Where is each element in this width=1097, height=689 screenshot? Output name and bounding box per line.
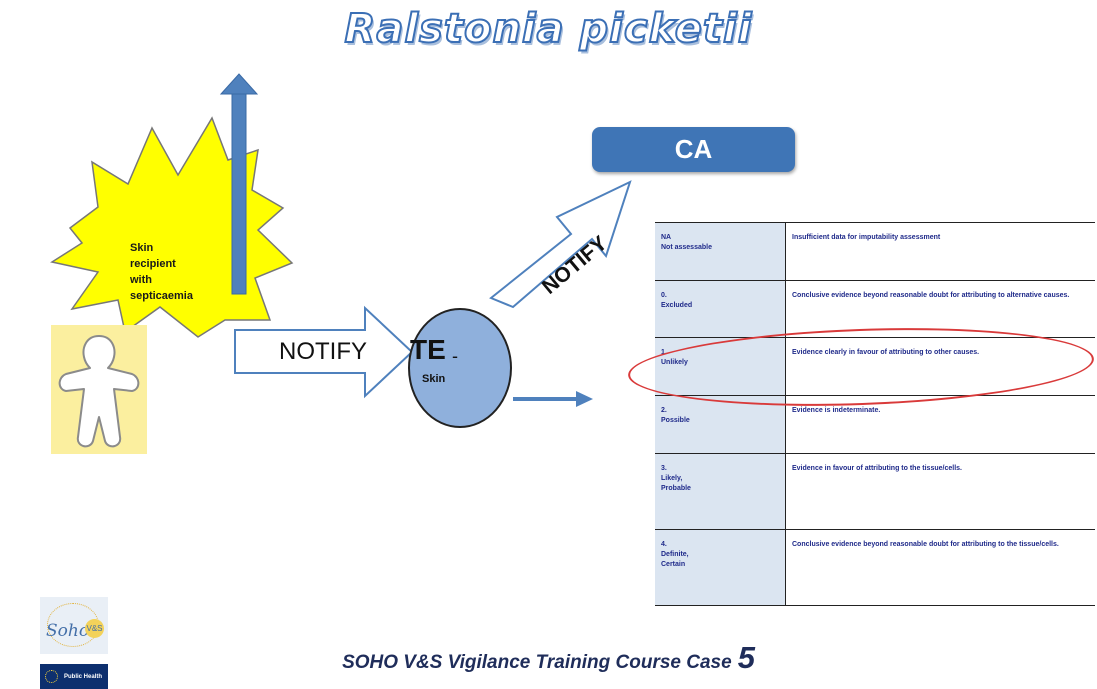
logo-vs-badge: V&S bbox=[85, 619, 104, 638]
table-cell-description: Evidence is indeterminate. bbox=[785, 394, 1095, 454]
table-cell-level: 1. Unlikely bbox=[655, 337, 786, 396]
level-code: NA bbox=[661, 234, 672, 241]
up-arrow bbox=[219, 73, 259, 295]
table-row: NA Not assessable Insufficient data for … bbox=[655, 222, 1095, 281]
table-cell-level: 3. Likely, Probable bbox=[655, 452, 786, 530]
level-name: Likely, bbox=[661, 474, 683, 482]
notify-label-horizontal: NOTIFY bbox=[279, 338, 367, 365]
table-cell-level: 0. Excluded bbox=[655, 279, 786, 339]
footer-text: SOHO V&S Vigilance Training Course Case bbox=[342, 652, 732, 673]
soho-vs-logo: Soho V&S bbox=[40, 597, 108, 654]
table-row: 4. Definite, Certain Conclusive evidence… bbox=[655, 528, 1095, 607]
ca-label: CA bbox=[674, 134, 713, 164]
burst-line: with bbox=[130, 274, 152, 286]
table-row: 2. Possible Evidence is indeterminate. bbox=[655, 394, 1095, 454]
table-cell-description: Conclusive evidence beyond reasonable do… bbox=[785, 528, 1095, 607]
table-cell-description: Insufficient data for imputability asses… bbox=[785, 222, 1095, 281]
level-code: 1. bbox=[661, 349, 667, 357]
te-dash: - bbox=[452, 346, 458, 366]
level-code: 4. bbox=[661, 540, 667, 548]
level-name: Probable bbox=[661, 484, 691, 492]
level-name: Definite, bbox=[661, 550, 689, 558]
level-name: Unlikely bbox=[661, 359, 688, 367]
level-name: Excluded bbox=[661, 301, 693, 309]
table-row: 0. Excluded Conclusive evidence beyond r… bbox=[655, 279, 1095, 339]
imputability-table: NA Not assessable Insufficient data for … bbox=[655, 222, 1095, 607]
table-row: 3. Likely, Probable Evidence in favour o… bbox=[655, 452, 1095, 530]
burst-line: Skin bbox=[130, 242, 154, 254]
person-icon bbox=[58, 335, 140, 448]
level-code: 3. bbox=[661, 464, 667, 472]
level-name: Not assessable bbox=[661, 244, 712, 251]
burst-label: Skin recipient with septicaemia bbox=[130, 240, 240, 304]
level-name: Possible bbox=[661, 416, 690, 424]
public-health-logo: Public Health bbox=[40, 664, 108, 689]
table-cell-description: Conclusive evidence beyond reasonable do… bbox=[785, 279, 1095, 339]
te-label: TE bbox=[410, 334, 446, 365]
burst-line: recipient bbox=[130, 258, 176, 270]
burst-line: septicaemia bbox=[130, 290, 193, 302]
small-right-arrow bbox=[513, 391, 593, 407]
eu-stars-icon bbox=[45, 670, 58, 683]
logo-soho-text: Soho bbox=[46, 621, 90, 641]
notify-arrow-right bbox=[234, 305, 414, 399]
notify-arrow-diagonal bbox=[489, 180, 632, 309]
ca-box: CA bbox=[592, 127, 795, 172]
table-cell-level: 4. Definite, Certain bbox=[655, 528, 786, 607]
te-circle bbox=[408, 308, 512, 428]
table-cell-level: NA Not assessable bbox=[655, 222, 786, 281]
level-code: 2. bbox=[661, 406, 667, 414]
level-name: Certain bbox=[661, 560, 686, 568]
table-cell-level: 2. Possible bbox=[655, 394, 786, 454]
table-cell-description: Evidence in favour of attributing to the… bbox=[785, 452, 1095, 530]
level-code: 0. bbox=[661, 291, 667, 299]
starburst-shape bbox=[50, 116, 294, 338]
diagram-title: Ralstonia picketii bbox=[344, 5, 753, 53]
te-sublabel: Skin bbox=[422, 373, 446, 385]
public-health-text: Public Health bbox=[64, 673, 103, 680]
footer-case-number: 5 bbox=[737, 640, 755, 675]
